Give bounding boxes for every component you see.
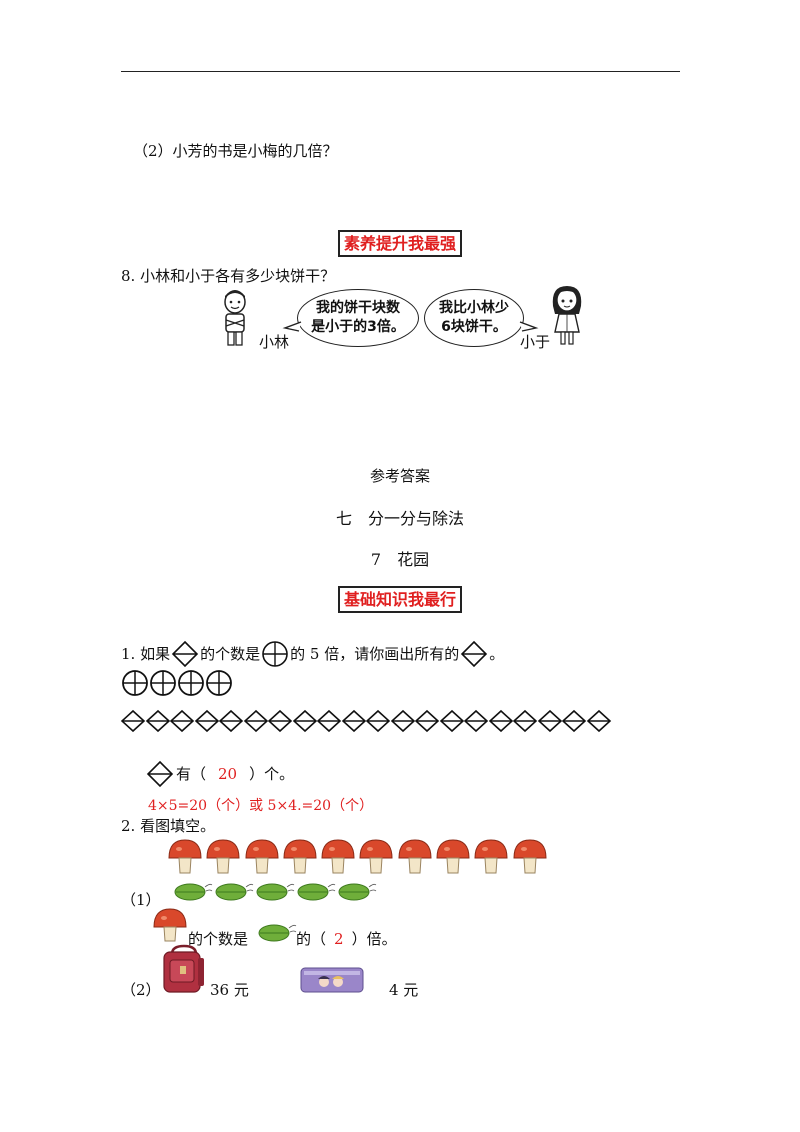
question-8: 8. 小林和小于各有多少块饼干？ [121,267,336,285]
diamond-icon [537,709,562,733]
question-7-part-2: （2）小芳的书是小梅的几倍？ [133,142,338,160]
speech-bubble-xiaoyu: 我比小林少 6块饼干。 [424,289,524,347]
diamond-icon [146,760,174,788]
bubble-lin-line-2: 是小于的3倍。 [311,319,405,335]
chapter-title: 七 分一分与除法 [335,509,464,528]
leaf-icon [338,883,377,901]
q1-formula: 4×5=20（个）或 5×4.=20（个） [148,798,374,814]
q2-part-2-label: （2） [121,981,161,999]
diamond-icon [463,709,489,733]
diamond-icon [390,709,415,733]
pencil-case-icon [300,967,364,993]
diamond-icon [171,640,199,668]
name-xiaoyu: 小于 [520,333,551,351]
pencil-case-price: 4 元 [389,981,419,999]
mushroom-icon [283,839,317,874]
mushroom-icon [206,839,240,874]
speech-bubble-xiaolin: 我的饼干块数 是小于的3倍。 [297,289,419,347]
question-1-line: 1. 如果 的个数是 的 5 倍，请你画出所有的 。 [121,640,504,668]
mushroom-icon [168,839,202,874]
q2-part-1-after: 的（ [296,930,327,948]
crossed-circle-row [121,669,233,697]
leaf-icon [297,883,336,901]
q1-answer-suffix: ）个。 [249,764,295,783]
q1-answer-value: 20 [218,764,238,783]
q1-prefix: 1. 如果 [121,644,171,663]
crossed-circle-icon [122,670,148,696]
crossed-circle-icon [262,641,288,667]
diamond-icon [292,709,317,733]
q1-suffix: 。 [489,644,505,663]
boy-figure-icon [224,290,246,346]
crossed-circle-icon [178,670,204,696]
diamond-icon [461,640,488,668]
q2-part-1-label: （1） [121,891,161,909]
diamond-icon [169,709,195,733]
answer-title: 参考答案 [369,467,430,485]
leaf-icon [174,883,213,901]
leaf-row [172,879,377,903]
leaf-icon [215,883,254,901]
q2-part-1-answer: 的（ 2 ）倍。 [296,932,397,947]
diamond-icon [439,709,464,733]
diamond-icon [120,709,146,733]
diamond-icon [145,709,170,733]
mushroom-icon [436,839,470,874]
bubble-lin-line-1: 我的饼干块数 [316,300,400,317]
leaf-icon [256,883,295,901]
diamond-row [120,709,611,733]
mushroom-icon [321,839,355,874]
bubble-yu-line-2: 6块饼干。 [441,319,507,335]
diamond-icon [512,709,538,733]
diamond-icon [414,709,440,733]
name-xiaolin: 小林 [259,333,290,351]
question-2-title: 2. 看图填空。 [121,817,216,835]
banner-wrap-1: 素养提升我最强 [0,230,800,257]
section-banner-basic: 基础知识我最行 [337,586,462,613]
bubble-tail-left [282,321,302,332]
bubble-yu-line-1: 我比小林少 [439,300,509,317]
diamond-icon [267,709,293,733]
mushroom-icon [398,839,432,874]
diamond-icon [561,709,587,733]
mushroom-icon [513,839,547,874]
diamond-icon [365,709,391,733]
mushroom-icon [153,908,187,942]
header-rule [121,71,680,72]
banner-wrap-2: 基础知识我最行 [0,586,800,613]
q1-answer-prefix: 有（ [176,764,207,783]
bag-price: 36 元 [210,981,249,999]
lesson-title: 7 花园 [370,550,430,569]
q1-answer-line: 有（ 20 ）个。 [146,760,294,788]
diamond-icon [194,709,219,733]
diamond-icon [488,709,513,733]
q1-mid-2: 的 5 倍，请你画出所有的 [290,644,460,663]
q2-part-1-end: ）倍。 [351,930,397,948]
school-bag-icon [163,944,204,993]
q2-part-1-mid: 的个数是 [188,930,249,948]
diamond-icon [316,709,342,733]
bubble-tail-right [519,321,539,332]
mushroom-icon [474,839,508,874]
girl-figure-icon [552,286,582,345]
q2-part-1-value: 2 [334,930,344,948]
mushroom-row [167,838,550,876]
diamond-icon [341,709,366,733]
mushroom-icon [359,839,393,874]
leaf-icon [258,924,297,942]
mushroom-icon [245,839,279,874]
diamond-icon [586,709,611,733]
section-banner-quality: 素养提升我最强 [337,230,462,257]
q1-mid-1: 的个数是 [200,644,261,663]
crossed-circle-icon [150,670,176,696]
diamond-icon [243,709,268,733]
diamond-icon [218,709,244,733]
crossed-circle-icon [206,670,232,696]
